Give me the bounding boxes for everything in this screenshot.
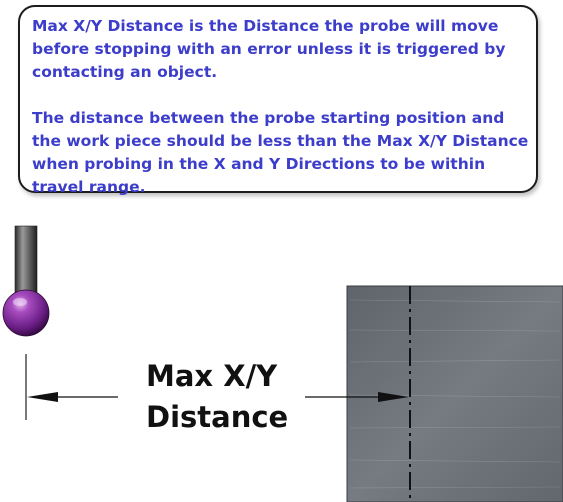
workpiece-texture (349, 299, 561, 489)
callout-paragraph-2: The distance between the probe starting … (32, 109, 529, 196)
explanation-callout: Max X/Y Distance is the Distance the pro… (18, 5, 538, 196)
callout-paragraph-1: Max X/Y Distance is the Distance the pro… (32, 17, 506, 81)
dimension-arrowhead-right (378, 392, 409, 402)
probe-ball-highlight (13, 298, 27, 306)
dimension-label-line-1: Max X/Y (146, 359, 278, 393)
callout-text: Max X/Y Distance is the Distance the pro… (32, 15, 536, 199)
dimension-arrowhead-left (27, 392, 58, 402)
max-xy-distance-label: Max X/Y Distance (146, 356, 289, 438)
probe-ball (2, 289, 50, 337)
dimension-label-line-2: Distance (146, 400, 289, 434)
